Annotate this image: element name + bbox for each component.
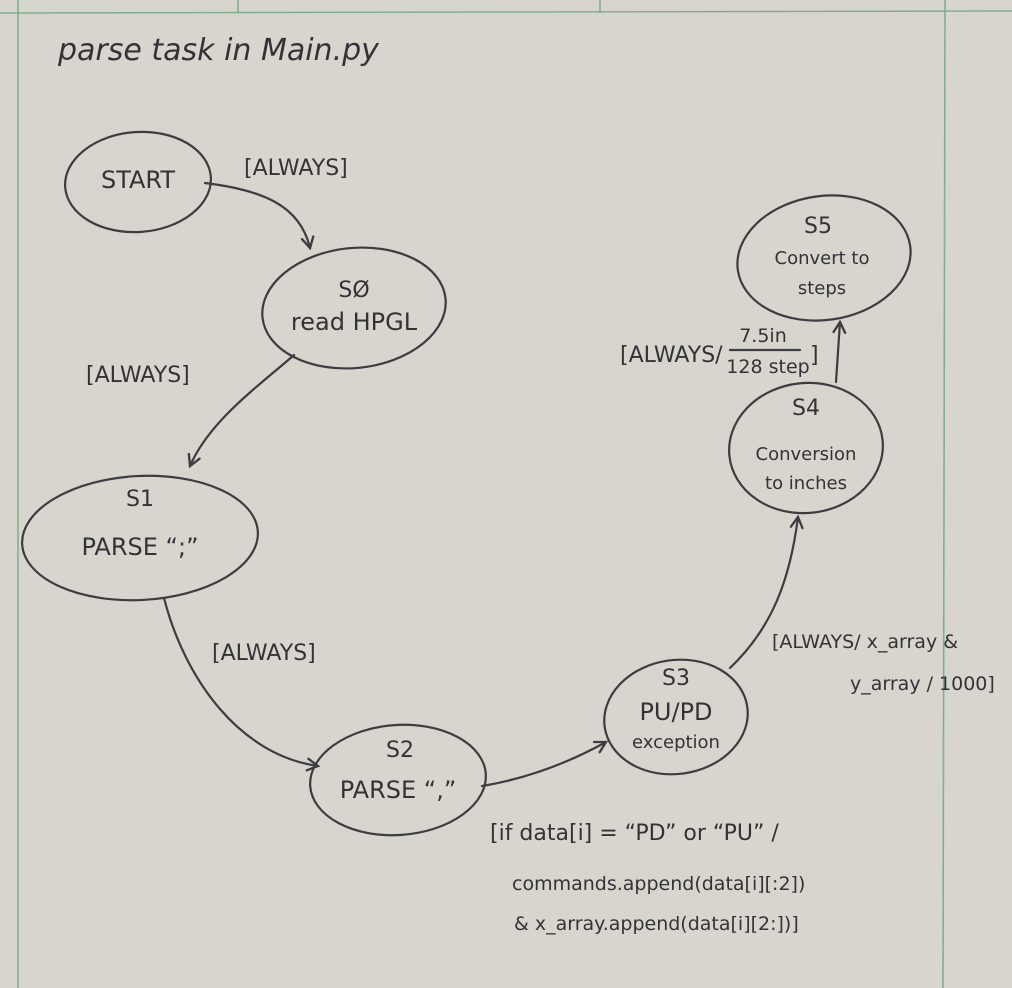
state-s0-name: read HPGL [291, 308, 418, 336]
state-s4-line2: to inches [765, 473, 847, 494]
state-s5-line1: Convert to [775, 248, 870, 269]
state-s1-name: PARSE “;” [81, 533, 198, 561]
state-s3: S3 PU/PD exception [603, 658, 749, 776]
state-s2: S2 PARSE “,” [309, 723, 487, 837]
guard-start-s0: [ALWAYS] [244, 156, 348, 181]
state-s4: S4 Conversion to inches [728, 381, 884, 515]
state-s1: S1 PARSE “;” [21, 474, 259, 602]
guard-s4-s5-numerator: 7.5in [739, 325, 787, 347]
state-s5-line2: steps [798, 278, 846, 299]
guard-s0-s1: [ALWAYS] [86, 363, 190, 388]
guard-s2-s3-line1: [if data[i] = “PD” or “PU” / [490, 821, 779, 846]
guard-s4-s5-prefix: [ALWAYS/ [620, 343, 723, 368]
state-start: START [63, 130, 213, 234]
state-s2-name: PARSE “,” [340, 776, 457, 804]
state-s3-line2: exception [632, 732, 720, 753]
diagram-title: parse task in Main.py [57, 33, 380, 68]
guard-s2-s3-line3: & x_array.append(data[i][2:])] [514, 913, 799, 935]
guard-s3-s4-line1: [ALWAYS/ x_array & [772, 631, 958, 653]
state-s3-line1: PU/PD [639, 698, 712, 726]
state-s1-id: S1 [126, 487, 154, 512]
guard-s2-s3-line2: commands.append(data[i][:2]) [512, 873, 805, 895]
state-start-label: START [101, 166, 175, 194]
guard-s4-s5-suffix: ] [810, 343, 819, 368]
state-s5: S5 Convert to steps [736, 194, 912, 322]
state-s5-id: S5 [804, 214, 832, 239]
state-s0-id: SØ [338, 278, 369, 303]
transition-s4-s5: [ALWAYS/ 7.5in 128 step ] [620, 322, 840, 384]
state-s4-id: S4 [792, 396, 820, 421]
transition-start-s0: [ALWAYS] [203, 156, 348, 248]
state-s2-id: S2 [386, 738, 414, 763]
state-s3-id: S3 [662, 666, 690, 691]
transition-s1-s2: [ALWAYS] [162, 596, 318, 766]
transition-s2-s3: [if data[i] = “PD” or “PU” / commands.ap… [480, 742, 805, 935]
transition-s0-s1: [ALWAYS] [86, 353, 296, 466]
guard-s3-s4-line2: y_array / 1000] [850, 673, 995, 695]
guard-s1-s2: [ALWAYS] [212, 641, 316, 666]
guard-s4-s5-denominator: 128 step [726, 356, 809, 378]
transition-s3-s4: [ALWAYS/ x_array & y_array / 1000] [728, 517, 995, 695]
state-s4-line1: Conversion [756, 444, 857, 465]
state-s0: SØ read HPGL [261, 246, 447, 370]
